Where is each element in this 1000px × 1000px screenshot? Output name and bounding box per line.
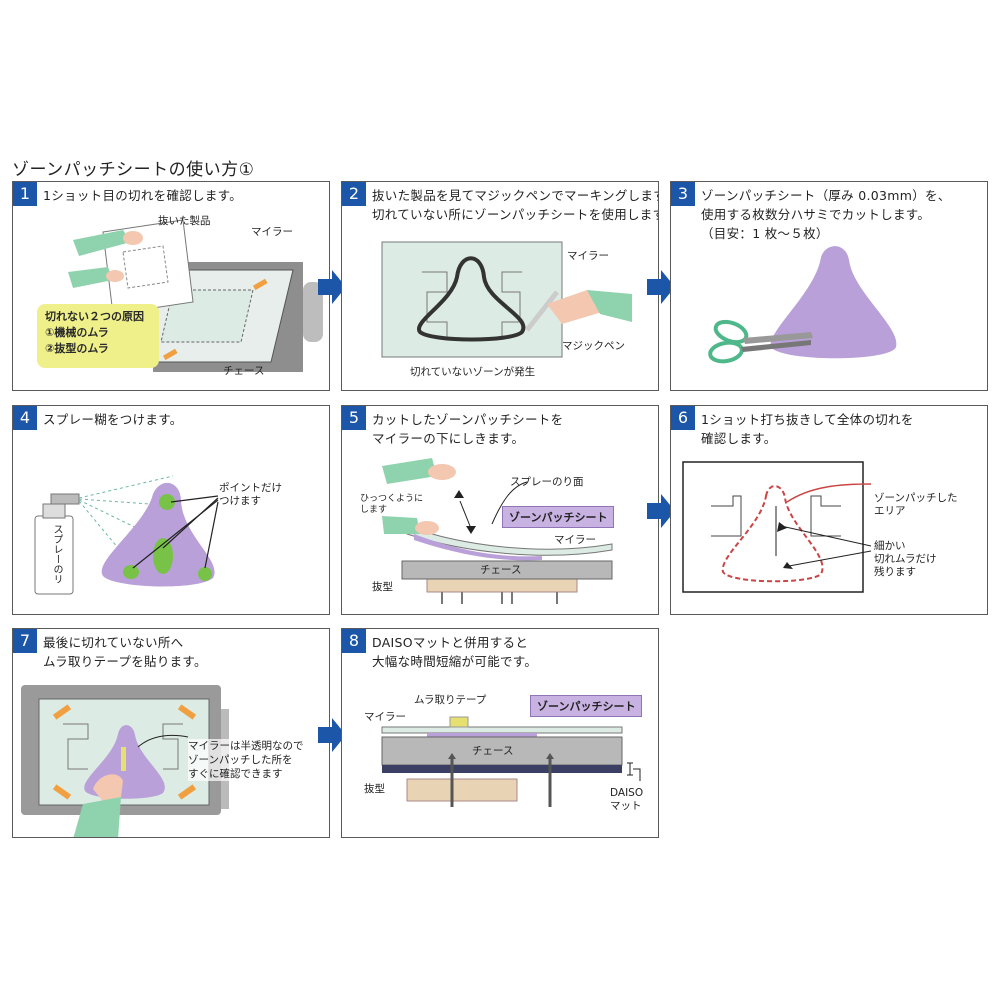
step-text-line: 抜いた製品を見てマジックペンでマーキングします。 xyxy=(372,188,659,203)
label-point: ポイントだけ つけます xyxy=(219,482,282,508)
label-mylar: マイラー xyxy=(364,711,406,723)
label-line: マット xyxy=(610,800,642,812)
next-arrow-icon xyxy=(318,718,346,752)
label-flip: ひっつくように します xyxy=(360,494,423,516)
label-chase: チェース xyxy=(480,564,522,576)
step-text-line: 切れていない所にゾーンパッチシートを使用します。 xyxy=(372,207,659,222)
step-7-panel: 7 最後に切れていない所へ ムラ取りテープを貼ります。 マイラーは半透明なので … xyxy=(12,628,330,838)
step-4-panel: 4 スプレー糊をつけます。 ポイントだけ つけます スプレーのリ xyxy=(12,405,330,615)
step-8-panel: 8 DAISOマットと併用すると 大幅な時間短縮が可能です。 ムラ取りテープ ゾ… xyxy=(341,628,659,838)
label-sheet: ゾーンパッチシート xyxy=(502,506,615,528)
tape-apply-illustration xyxy=(21,685,229,837)
label-die: 抜型 xyxy=(364,783,385,795)
label-zone: 切れていないゾーンが発生 xyxy=(410,366,536,378)
label-line: DAISO xyxy=(610,787,644,799)
label-pen: マジックペン xyxy=(562,340,625,352)
next-arrow-icon xyxy=(647,270,675,304)
label-mat: DAISO マット xyxy=(610,787,643,813)
callout-title: 切れない２つの原因 xyxy=(45,310,144,323)
label-line: マイラーは半透明なので xyxy=(188,740,304,752)
label-line: 残ります xyxy=(874,566,916,578)
label-line: 切れムラだけ xyxy=(874,553,937,565)
daiso-mat-illustration xyxy=(381,716,641,807)
label-mylar: マイラー xyxy=(251,226,293,238)
step-number: 3 xyxy=(671,182,695,206)
step-1-panel: 1 1ショット目の切れを確認します。 抜いた製品 マイラー チェース 切れない２… xyxy=(12,181,330,391)
step-text-line: 最後に切れていない所へ xyxy=(43,635,184,650)
step-number: 4 xyxy=(13,406,37,430)
step-text-line: DAISOマットと併用すると xyxy=(372,635,529,650)
scissors-cut-illustration xyxy=(708,246,897,364)
step-number: 5 xyxy=(342,406,366,430)
label-mylar: マイラー xyxy=(567,250,609,262)
step-text: 最後に切れていない所へ ムラ取りテープを貼ります。 xyxy=(43,633,323,671)
step-text: 抜いた製品を見てマジックペンでマーキングします。 切れていない所にゾーンパッチシ… xyxy=(372,186,659,224)
label-die: 抜型 xyxy=(372,581,393,593)
label-line: 細かい xyxy=(874,540,906,552)
label-spray: スプレーのリ xyxy=(51,524,62,584)
step-text-line: （目安：1 枚～５枚） xyxy=(701,226,829,241)
step-number: 6 xyxy=(671,406,695,430)
step-text-line: マイラーの下にしきます。 xyxy=(372,431,525,446)
step-text: スプレー糊をつけます。 xyxy=(43,410,323,429)
spray-glue-illustration xyxy=(34,475,219,595)
label-line: すぐに確認できます xyxy=(188,768,283,780)
label-line: ひっつくように xyxy=(360,494,424,504)
machine-illustration xyxy=(68,219,323,372)
label-glue: スプレーのり面 xyxy=(510,476,584,488)
step-text-line: ゾーンパッチシート（厚み 0.03mm）を、 xyxy=(701,188,951,203)
marking-illustration xyxy=(381,241,632,358)
step-3-panel: 3 ゾーンパッチシート（厚み 0.03mm）を、 使用する枚数分ハサミでカットし… xyxy=(670,181,988,391)
step-text: 1ショット打ち抜きして全体の切れを 確認します。 xyxy=(701,410,981,448)
label-note: マイラーは半透明なので ゾーンパッチした所を すぐに確認できます xyxy=(188,739,304,781)
step-text-line: ムラ取りテープを貼ります。 xyxy=(43,654,207,669)
label-fine: 細かい 切れムラだけ 残ります xyxy=(874,540,936,579)
page-title: ゾーンパッチシートの使い方① xyxy=(12,160,255,180)
step-text-line: 使用する枚数分ハサミでカットします。 xyxy=(701,207,931,222)
sheet-placement-illustration xyxy=(382,458,613,604)
label-line: します xyxy=(360,505,388,515)
label-chase: チェース xyxy=(472,745,514,757)
callout-item: ②抜型のムラ xyxy=(45,342,109,355)
next-arrow-icon xyxy=(647,494,675,528)
label-line: ゾーンパッチした xyxy=(874,492,958,504)
next-arrow-icon xyxy=(318,270,346,304)
step-number: 1 xyxy=(13,182,37,206)
step-text-line: カットしたゾーンパッチシートを xyxy=(372,412,564,427)
label-mylar: マイラー xyxy=(554,534,596,546)
step-text-line: 1ショット目の切れを確認します。 xyxy=(43,188,243,203)
step-text: DAISOマットと併用すると 大幅な時間短縮が可能です。 xyxy=(372,633,652,671)
callout-item: ①機械のムラ xyxy=(45,326,109,339)
step-text-line: スプレー糊をつけます。 xyxy=(43,412,183,427)
step-number: 8 xyxy=(342,629,366,653)
label-tape: ムラ取りテープ xyxy=(414,694,487,706)
cut-check-illustration xyxy=(682,461,872,593)
step-5-panel: 5 カットしたゾーンパッチシートを マイラーの下にしきます。 ひっつくように し… xyxy=(341,405,659,615)
label-line: ゾーンパッチした所を xyxy=(188,754,293,766)
label-line: つけます xyxy=(219,495,261,507)
step-text-line: 大幅な時間短縮が可能です。 xyxy=(372,654,538,669)
step-text: ゾーンパッチシート（厚み 0.03mm）を、 使用する枚数分ハサミでカットします… xyxy=(701,186,981,243)
label-line: ポイントだけ xyxy=(219,482,282,494)
cause-callout: 切れない２つの原因 ①機械のムラ ②抜型のムラ xyxy=(37,304,159,368)
step-text-line: 確認します。 xyxy=(701,431,777,446)
step-number: 2 xyxy=(342,182,366,206)
label-line: エリア xyxy=(874,505,906,517)
label-chase: チェース xyxy=(223,365,265,377)
label-area: ゾーンパッチした エリア xyxy=(874,492,957,518)
step-number: 7 xyxy=(13,629,37,653)
step-text-line: 1ショット打ち抜きして全体の切れを xyxy=(701,412,914,427)
step-2-panel: 2 抜いた製品を見てマジックペンでマーキングします。 切れていない所にゾーンパッ… xyxy=(341,181,659,391)
label-sheet: ゾーンパッチシート xyxy=(530,695,643,717)
step-6-panel: 6 1ショット打ち抜きして全体の切れを 確認します。 ゾーンパッチした エリア … xyxy=(670,405,988,615)
step-text: カットしたゾーンパッチシートを マイラーの下にしきます。 xyxy=(372,410,652,448)
step-text: 1ショット目の切れを確認します。 xyxy=(43,186,323,205)
label-product: 抜いた製品 xyxy=(158,215,211,227)
